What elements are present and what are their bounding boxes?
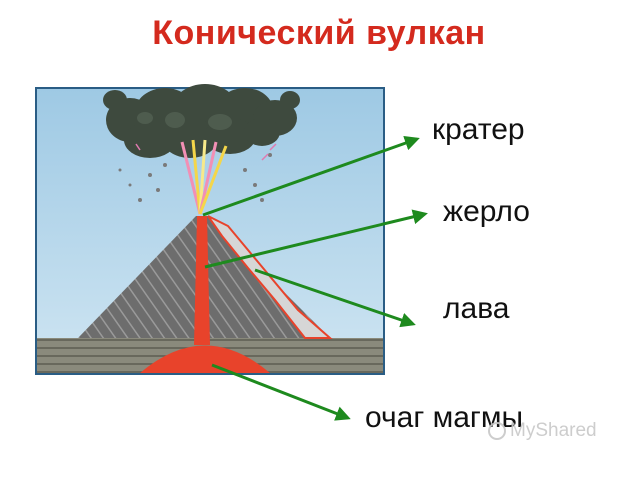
label-vent: жерло bbox=[443, 195, 530, 228]
watermark: MyShared bbox=[488, 420, 597, 442]
falling-ash bbox=[118, 153, 272, 202]
arrow-lava bbox=[254, 268, 416, 328]
eruption-jets bbox=[180, 139, 228, 215]
watermark-logo-icon bbox=[488, 422, 506, 440]
volcano-vent bbox=[194, 216, 210, 345]
label-crater: кратер bbox=[432, 113, 525, 146]
diagram-title: Конический вулкан bbox=[152, 14, 486, 52]
watermark-text: MyShared bbox=[510, 420, 597, 441]
label-lava: лава bbox=[443, 292, 510, 325]
magma-chamber bbox=[140, 345, 270, 373]
lava-flow bbox=[207, 215, 333, 339]
arrow-crater bbox=[202, 135, 420, 217]
arrow-magma bbox=[211, 363, 351, 421]
arrow-vent bbox=[204, 209, 428, 269]
